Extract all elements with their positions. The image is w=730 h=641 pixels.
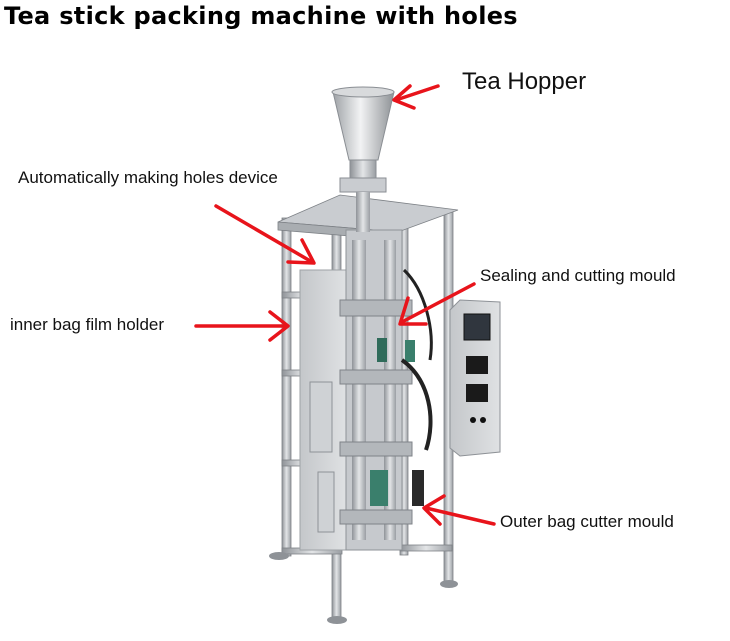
callout-arrows (194, 84, 496, 526)
control-panel (449, 299, 501, 457)
label-sealing-mould: Sealing and cutting mould (480, 266, 676, 285)
control-button (470, 417, 476, 423)
label-hole-device: Automatically making holes device (18, 168, 278, 187)
arrow-hole-device (214, 204, 314, 264)
arrow-outer-cutter (424, 506, 496, 526)
arrow-tea-hopper (394, 84, 440, 102)
label-tea-hopper: Tea Hopper (462, 68, 587, 95)
label-film-holder: inner bag film holder (10, 315, 165, 334)
machine-feet (269, 552, 458, 624)
control-screen (463, 313, 491, 341)
arrow-sealing-mould (400, 282, 476, 324)
diagram-title: Tea stick packing machine with holes (4, 2, 518, 30)
control-button (480, 417, 486, 423)
label-outer-cutter: Outer bag cutter mould (500, 512, 674, 531)
tea-hopper-shape (331, 86, 395, 232)
control-button (466, 384, 488, 402)
central-mechanism (309, 229, 433, 551)
control-button (466, 356, 488, 374)
